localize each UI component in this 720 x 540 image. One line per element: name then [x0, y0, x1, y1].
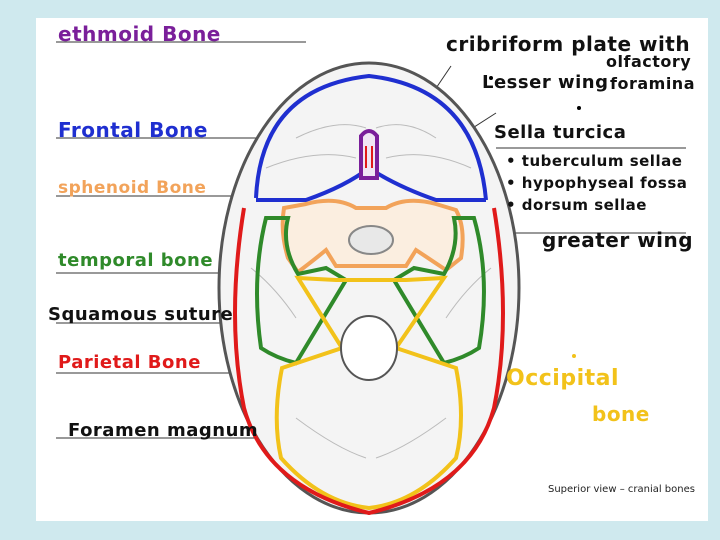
label-dorsum-sellae: • dorsum sellae — [506, 196, 647, 214]
label-occipital: Occipital — [506, 366, 619, 391]
dot-marker — [577, 106, 581, 110]
label-tuberculum-sellae: • tuberculum sellae — [506, 152, 682, 170]
diagram-sheet: ethmoid Bone Frontal Bone sphenoid Bone … — [36, 18, 708, 521]
foramen-magnum — [341, 316, 397, 380]
label-olfactory: olfactory — [606, 52, 691, 71]
label-temporal-bone: temporal bone — [58, 250, 213, 271]
ethmoid-bone-outline — [361, 131, 377, 178]
label-ethmoid-bone: ethmoid Bone — [58, 22, 221, 46]
label-squamous-suture: Squamous suture — [48, 304, 233, 325]
figure-caption: Superior view – cranial bones — [548, 484, 695, 495]
label-hypophyseal-fossa: • hypophyseal fossa — [506, 174, 687, 192]
label-parietal-bone: Parietal Bone — [58, 352, 201, 373]
label-sella-turcica: Sella turcica — [494, 122, 626, 143]
label-greater-wing: greater wing — [542, 228, 693, 252]
label-foramen-magnum: Foramen magnum — [68, 420, 258, 441]
label-foramina: foramina — [610, 74, 695, 93]
label-lesser-wing: Lesser wing — [482, 72, 608, 93]
dot-marker — [572, 354, 576, 358]
label-frontal-bone: Frontal Bone — [58, 118, 208, 142]
label-sphenoid-bone: sphenoid Bone — [58, 178, 206, 198]
sella-turcica — [349, 226, 393, 254]
label-occipital-bone: bone — [592, 402, 650, 426]
